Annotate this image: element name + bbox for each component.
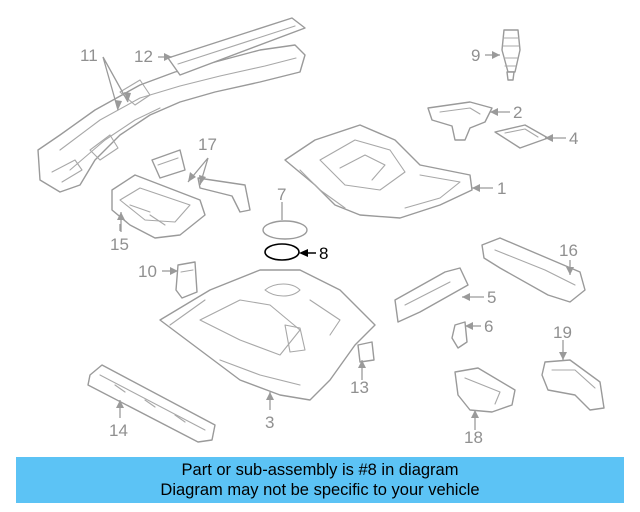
callout-3: 3 — [265, 413, 274, 432]
part-6-clip — [451, 321, 468, 349]
callout-2: 2 — [513, 103, 522, 122]
part-7-ring — [262, 220, 308, 240]
banner-line-disclaimer: Diagram may not be specific to your vehi… — [160, 481, 480, 499]
callout-18: 18 — [464, 428, 483, 447]
callout-15: 15 — [110, 235, 129, 254]
part-16-crossmember — [481, 237, 586, 303]
part-19-shield — [541, 359, 605, 411]
parts-diagram: 11 12 9 2 4 17 1 7 15 8 16 10 5 6 19 13 … — [37, 17, 605, 447]
part-1-rear-floor-pan — [284, 124, 473, 219]
part-9-jack-post — [501, 29, 521, 81]
part-11-12-frame-rail — [37, 44, 306, 193]
callout-10: 10 — [138, 262, 157, 281]
info-banner: Part or sub-assembly is #8 in diagram Di… — [16, 457, 624, 503]
part-3-front-floor-pan — [159, 269, 376, 401]
banner-line-part-number: Part or sub-assembly is #8 in diagram — [181, 461, 459, 479]
callout-13: 13 — [350, 378, 369, 397]
part-17-brackets — [151, 149, 251, 213]
callout-7: 7 — [277, 185, 286, 204]
callout-6: 6 — [484, 317, 493, 336]
callout-19: 19 — [553, 323, 572, 342]
callout-9: 9 — [471, 46, 480, 65]
callout-labels: 11 12 9 2 4 17 1 7 15 8 16 10 5 6 19 13 … — [80, 46, 578, 447]
callout-16: 16 — [559, 241, 578, 260]
part-13-clip — [357, 341, 375, 363]
callout-12: 12 — [134, 47, 153, 66]
callout-14: 14 — [109, 421, 128, 440]
callout-17: 17 — [198, 135, 217, 154]
part-12-rail-reinforcement — [167, 17, 306, 76]
part-14-rocker — [87, 364, 216, 443]
callout-1: 1 — [497, 179, 506, 198]
callout-5: 5 — [487, 288, 496, 307]
part-8-grommet — [264, 243, 300, 261]
part-4-plate — [494, 124, 549, 149]
part-18-heat-shield — [454, 367, 516, 413]
part-15-seat-rail — [111, 174, 206, 239]
part-2-bracket — [427, 101, 493, 141]
part-5-member — [394, 267, 469, 323]
part-10-bracket — [175, 261, 198, 299]
callout-8: 8 — [319, 244, 328, 263]
leader-arrows — [115, 51, 574, 418]
callout-11: 11 — [80, 46, 98, 65]
callout-4: 4 — [569, 129, 578, 148]
highlight-leader — [299, 249, 316, 257]
